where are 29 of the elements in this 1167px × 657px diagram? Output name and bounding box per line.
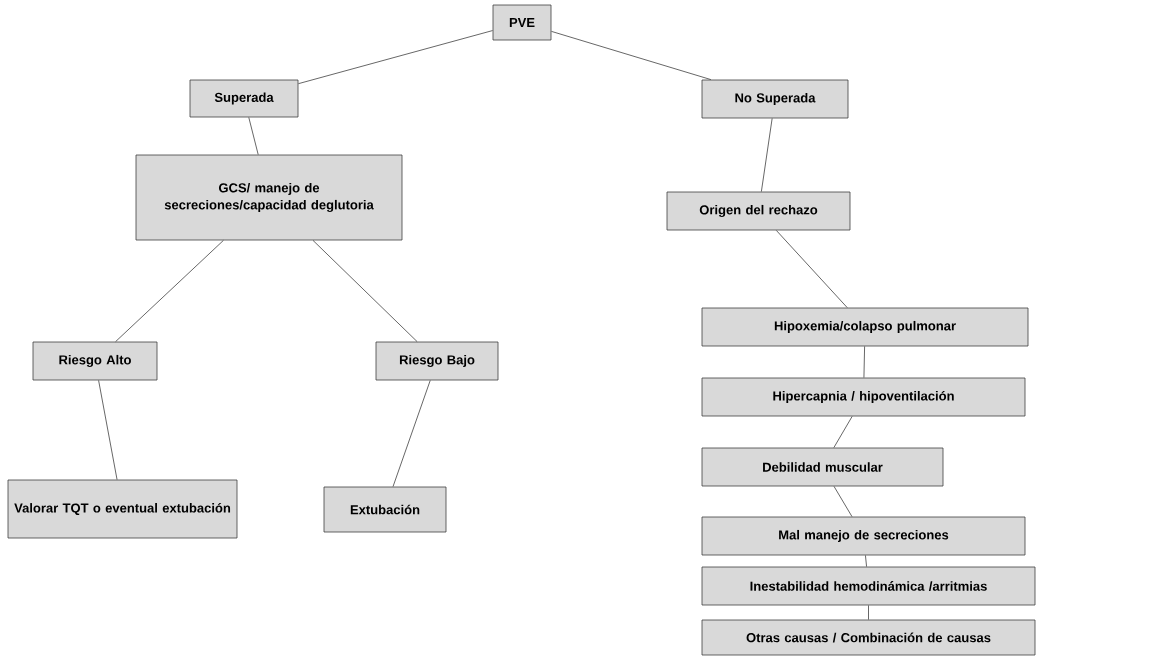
process-box: Riesgo Alto — [32, 341, 158, 381]
process-box: Otras causas / Combinación de causas — [701, 619, 1036, 656]
process-box: Extubación — [323, 486, 447, 533]
connector-line — [775, 230, 848, 308]
process-box: PVE — [492, 4, 552, 41]
connector-line — [392, 380, 431, 487]
process-box: Hipoxemia/colapso pulmonar — [701, 307, 1029, 347]
process-box: Superada — [189, 79, 299, 118]
connector-line — [868, 605, 869, 620]
process-box: Riesgo Bajo — [375, 341, 499, 381]
process-box: Mal manejo de secreciones — [701, 516, 1026, 556]
connector-line — [115, 240, 224, 342]
connector-line — [551, 30, 712, 80]
connector-line — [833, 486, 853, 517]
connector-line — [865, 555, 867, 567]
process-box: No Superada — [701, 79, 849, 119]
connector-line — [298, 30, 493, 85]
connector-line — [98, 380, 118, 480]
connector-line — [863, 346, 865, 378]
process-box: GCS/ manejo de secreciones/capacidad deglutoria — [135, 154, 403, 241]
process-box: Origen del rechazo — [666, 191, 851, 231]
process-box: Hipercapnia / hipoventilación — [701, 377, 1026, 417]
process-box: Inestabilidad hemodinámica /arritmias — [701, 566, 1036, 606]
process-box: Valorar TQT o eventual extubación — [7, 479, 238, 539]
process-box: Debilidad muscular — [701, 447, 944, 487]
connector-line — [312, 240, 418, 342]
connector-line — [248, 117, 259, 155]
connector-line — [833, 416, 853, 448]
connector-line — [760, 118, 773, 192]
